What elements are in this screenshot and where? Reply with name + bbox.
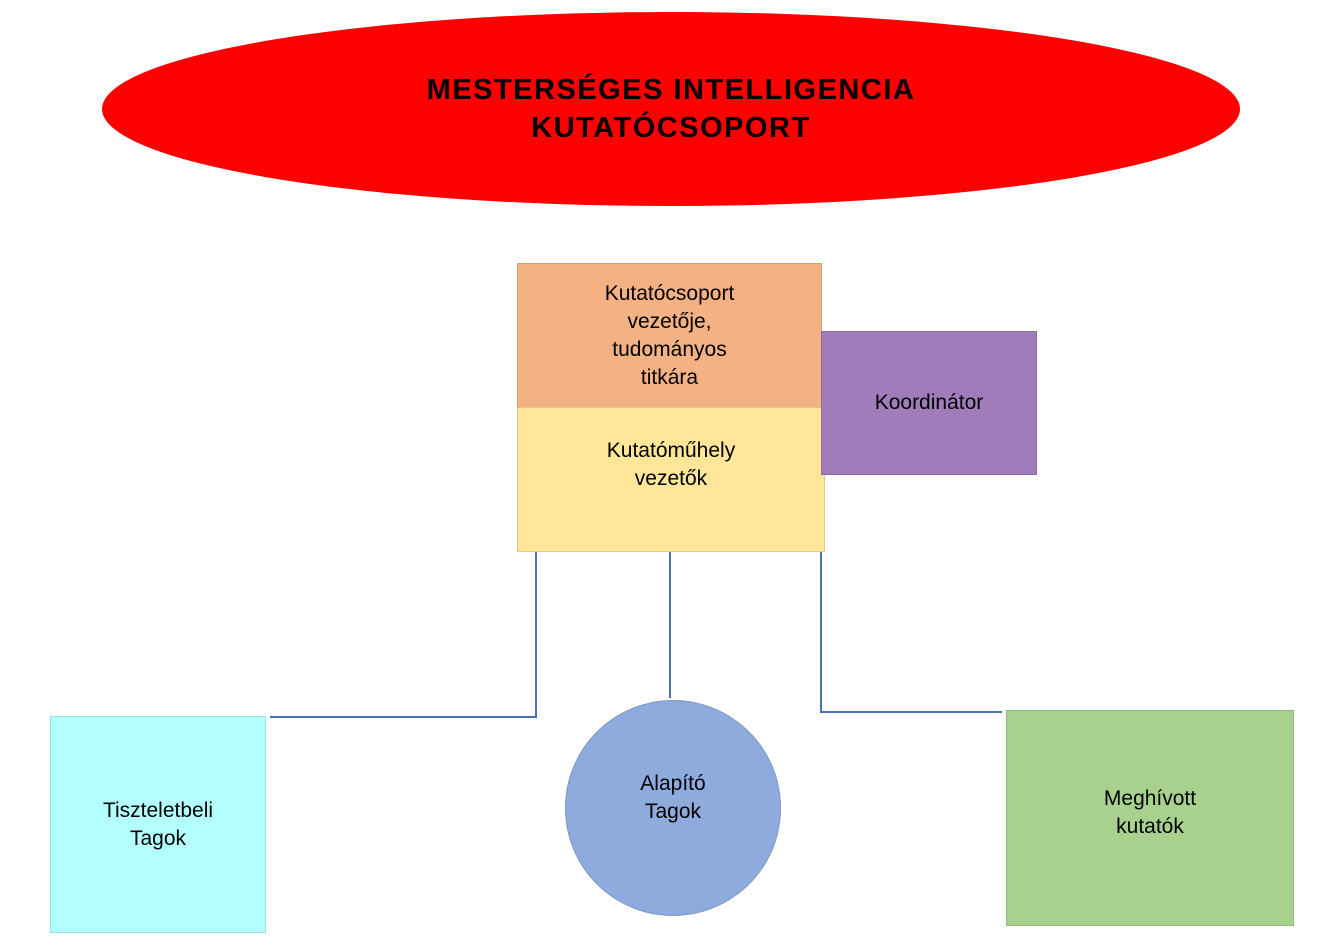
node-workshop-leaders: Kutatóműhely vezetők [517,407,825,552]
node-invited-researchers: Meghívott kutatók [1006,710,1294,926]
node-label: Kutatóműhely vezetők [606,438,736,490]
node-label: Meghívott kutatók [1103,787,1197,838]
title-ellipse: MESTERSÉGES INTELLIGENCIA KUTATÓCSOPORT [102,12,1240,206]
node-founding-members: Alapító Tagok [565,700,781,916]
connector-center-vertical [669,551,671,698]
node-coordinator: Koordinátor [821,331,1037,475]
connector-right-horizontal [820,711,1002,713]
connector-right-vertical [820,551,822,713]
node-label: Koordinátor [874,391,984,414]
connector-left-horizontal [270,716,537,718]
node-group-leader: Kutatócsoport vezetője, tudományos titká… [517,263,822,408]
node-label: Alapító Tagok [640,772,706,823]
node-label: Tiszteletbeli Tagok [102,798,214,850]
title-line-1: MESTERSÉGES INTELLIGENCIA [426,74,916,106]
node-label: Kutatócsoport vezetője, tudományos titká… [604,281,735,389]
connector-left-vertical [535,551,537,718]
title-line-2: KUTATÓCSOPORT [531,112,811,144]
node-honorary-members: Tiszteletbeli Tagok [50,716,266,933]
